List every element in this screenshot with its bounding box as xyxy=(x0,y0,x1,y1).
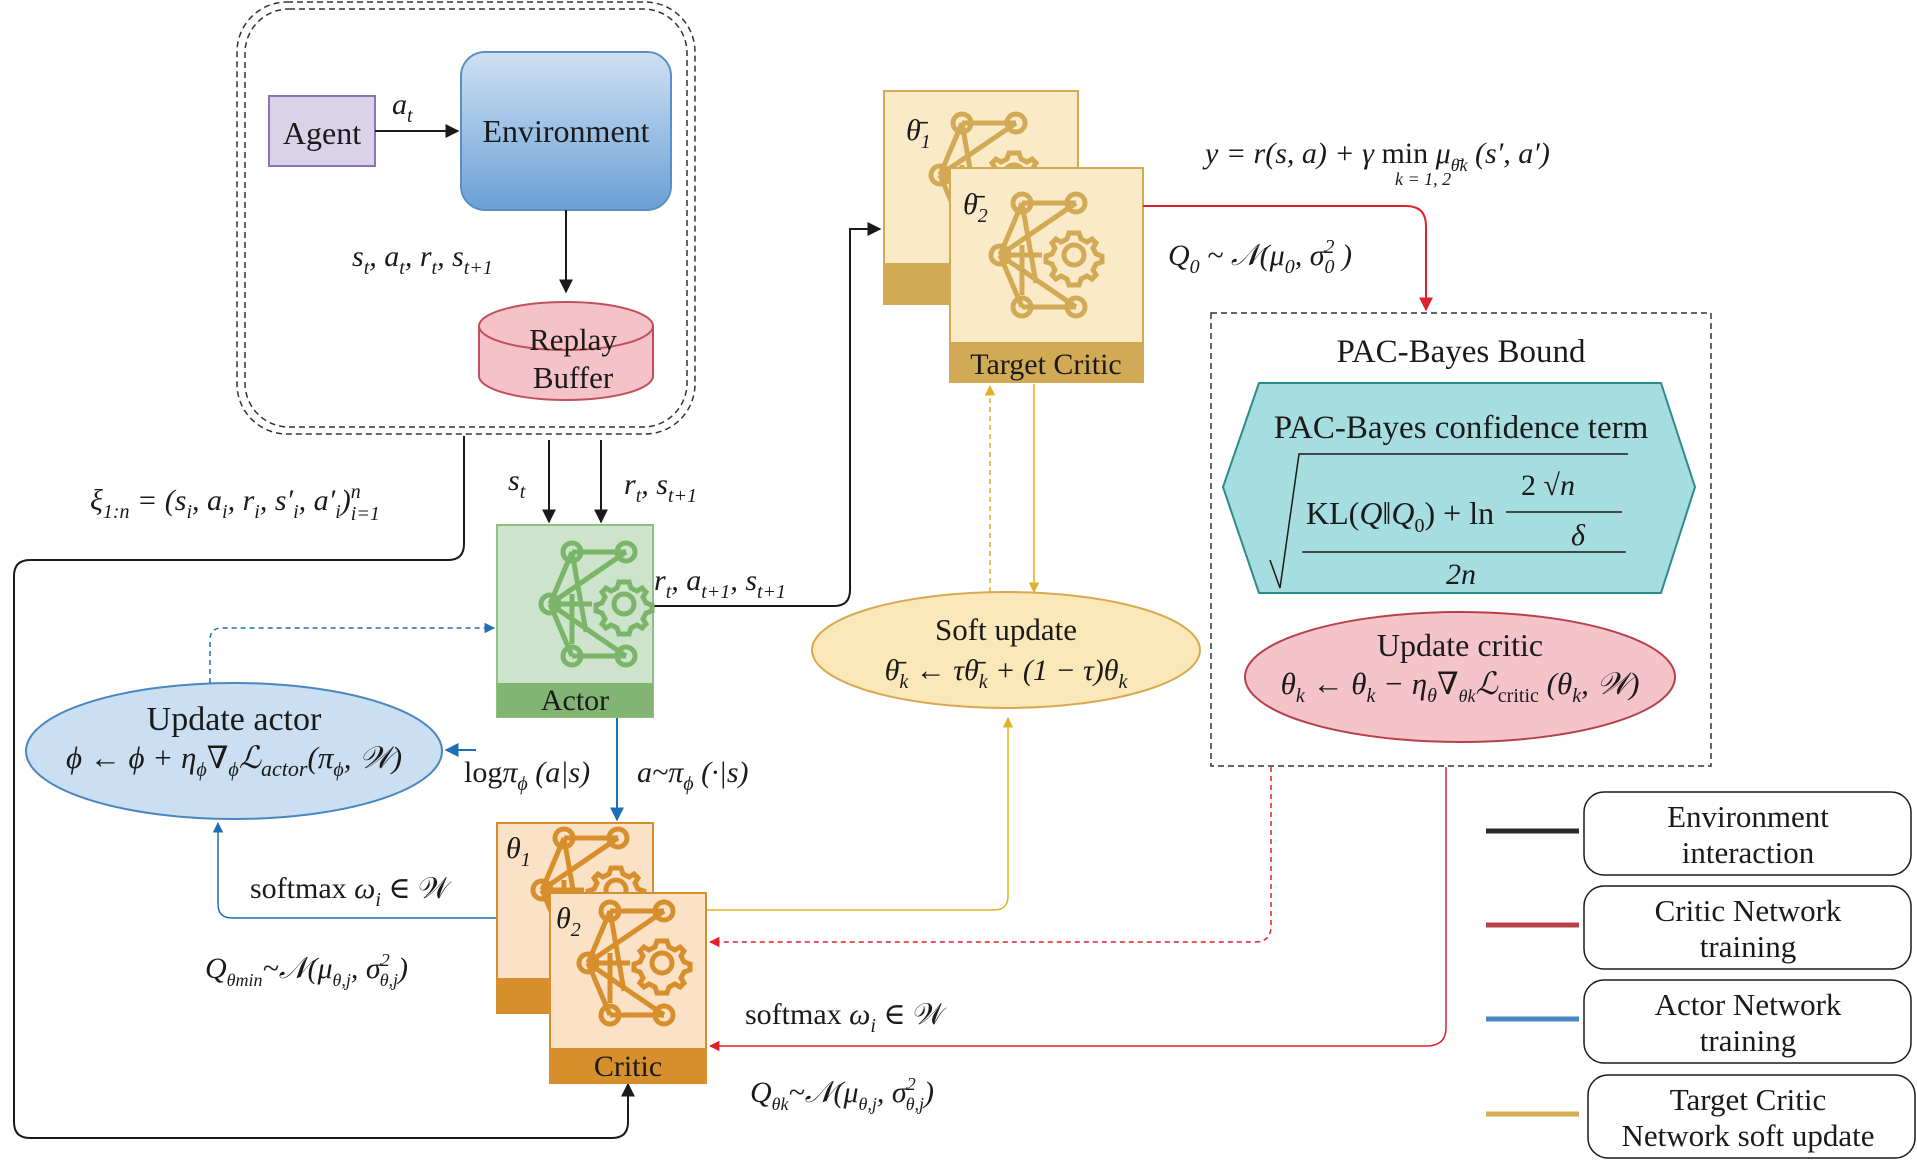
pac-to-critic-dashed-path xyxy=(708,767,1272,948)
action-sample-label: a~πϕ (·|s) xyxy=(637,756,749,795)
pac-bayes-title: PAC-Bayes Bound xyxy=(1336,334,1586,370)
softmax-left-label: softmax ωi ∈ 𝒲 xyxy=(250,872,452,911)
legend-item-0 xyxy=(1583,791,1912,876)
env-loop-outer-border xyxy=(236,1,696,435)
critic-to-soft-path xyxy=(706,716,1014,911)
legend-label-2-1: training xyxy=(1700,1023,1796,1058)
actor-label: Actor xyxy=(541,684,609,717)
soft-update-ellipse[interactable] xyxy=(811,591,1201,709)
env-loop-inner-border xyxy=(244,8,688,428)
target-y-min-subscript: k = 1, 2 xyxy=(1395,169,1451,189)
target-y-equation: y = r(s, a) + γ min μθ̄k (s′, a′) xyxy=(1202,137,1550,175)
pac-confidence-hexagon[interactable] xyxy=(1221,382,1697,594)
agent-label: Agent xyxy=(283,115,361,151)
svg-text:KL(Q‖Q0) + ln: KL(Q‖Q0) + ln xyxy=(1306,495,1494,537)
state-in-label: st xyxy=(508,464,526,503)
target-critic-label: Target Critic xyxy=(970,348,1121,381)
legend-label-3-0: Target Critic xyxy=(1670,1082,1827,1117)
actor-to-target-path xyxy=(654,222,882,607)
soft-update-title: Soft update xyxy=(935,612,1077,647)
replay-buffer-label-2: Buffer xyxy=(533,360,614,395)
critic-to-update-actor-path xyxy=(212,821,498,919)
target-critic-node[interactable]: θ̄1 θ̄2 Target Critic xyxy=(883,90,1144,383)
soft-update-group: Soft update θ̄k ← τθ̄k + (1 − τ)θk xyxy=(706,384,1201,911)
svg-text:2n: 2n xyxy=(1446,558,1476,591)
environment-interaction-paths xyxy=(13,222,882,1139)
legend-label-0-1: interaction xyxy=(1682,835,1815,870)
pac-bayes-border xyxy=(1210,312,1712,767)
legend-label-1-0: Critic Network xyxy=(1655,893,1842,928)
update-actor-formula: ϕ ← ϕ + ηϕ∇ϕℒactor(πϕ, 𝒲) xyxy=(66,740,402,781)
critic-label: Critic xyxy=(594,1050,662,1083)
update-actor-title: Update actor xyxy=(147,701,322,738)
svg-text:2 √n: 2 √n xyxy=(1521,469,1575,502)
pac-confidence-title: PAC-Bayes confidence term xyxy=(1274,410,1649,446)
replay-buffer-label-1: Replay xyxy=(529,322,617,357)
critic-node[interactable]: θ1 θ2 Critic xyxy=(496,822,707,1084)
update-actor-group: Update actor ϕ ← ϕ + ηϕ∇ϕℒactor(πϕ, 𝒲) xyxy=(25,622,624,919)
legend-label-0-0: Environment xyxy=(1667,799,1829,834)
actor-node[interactable]: Actor xyxy=(496,524,653,718)
pac-bayes-box: PAC-Bayes Bound PAC-Bayes confidence ter… xyxy=(1210,312,1712,767)
update-critic-ellipse[interactable] xyxy=(1244,611,1676,743)
legend-label-3-1: Network soft update xyxy=(1621,1118,1874,1153)
pac-to-critic-solid-path xyxy=(708,767,1447,1052)
replay-buffer-top xyxy=(478,301,654,351)
soft-update-formula: θ̄k ← τθ̄k + (1 − τ)θk xyxy=(885,654,1129,693)
legend-label-1-1: training xyxy=(1700,929,1796,964)
svg-text:δ: δ xyxy=(1571,519,1586,552)
environment-label: Environment xyxy=(482,113,649,149)
legend-item-1 xyxy=(1583,885,1912,970)
softmax-bottom-label: softmax ωi ∈ 𝒲 xyxy=(745,998,947,1037)
critic-param-1: θ1 xyxy=(506,832,531,871)
env-loop-group: Agent at Environment st, at, rt, st+1 Re… xyxy=(236,1,696,435)
reward-next-label: rt, st+1 xyxy=(624,468,697,507)
update-actor-to-actor-dashed-path xyxy=(209,622,496,683)
legend-item-3 xyxy=(1587,1074,1916,1159)
target-to-pac-path xyxy=(1143,205,1433,312)
update-critic-title: Update critic xyxy=(1377,627,1543,663)
action-label: at xyxy=(392,88,413,127)
critic-param-2: θ2 xyxy=(556,902,581,941)
batch-path xyxy=(13,436,635,1139)
pac-confidence-formula: KL(Q‖Q0) + ln 2 √n δ 2n xyxy=(1269,453,1628,591)
update-actor-ellipse[interactable] xyxy=(25,682,443,820)
log-pi-label: logπϕ (a|s) xyxy=(464,756,590,795)
actor-out-label: rt, at+1, st+1 xyxy=(654,564,786,603)
transition-label: st, at, rt, st+1 xyxy=(352,240,493,279)
legend-label-2-0: Actor Network xyxy=(1655,987,1842,1022)
legend-item-2 xyxy=(1583,979,1912,1064)
